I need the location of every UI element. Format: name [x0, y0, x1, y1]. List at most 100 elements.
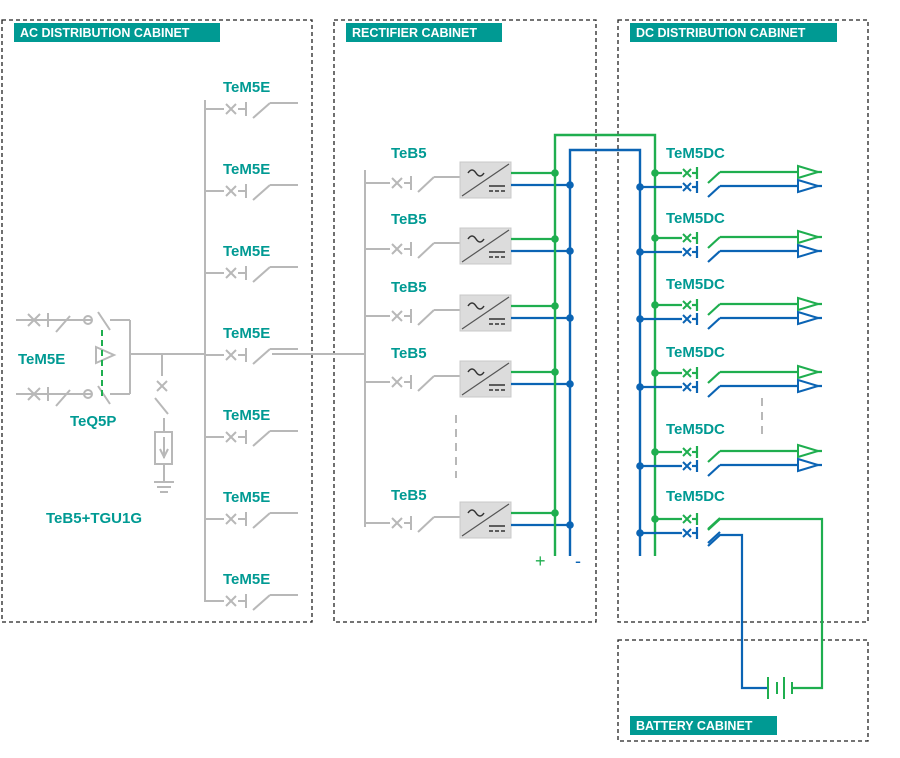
dc-distribution-row — [636, 443, 822, 477]
ats-label: TeQ5P — [70, 413, 116, 430]
ac-feeder-label: TeM5E — [223, 161, 270, 178]
rectifier-module-icon — [459, 294, 512, 332]
rectifier-breaker-label: TeB5 — [391, 487, 427, 504]
dc-breaker-label: TeM5DC — [666, 145, 725, 162]
output-arrow-icon — [797, 296, 822, 312]
breaker-x-mark — [682, 233, 692, 243]
breaker-blade — [707, 385, 721, 398]
breaker-x-mark — [682, 300, 692, 310]
rectifier-diagonal — [461, 296, 510, 330]
rectifier-breaker — [365, 516, 460, 533]
rectifier-breaker-label: TeB5 — [391, 345, 427, 362]
ac-feeder-label: TeM5E — [223, 325, 270, 342]
junction-dot — [636, 248, 644, 256]
dc-distribution-row — [636, 229, 822, 263]
ac-feeder-label: TeM5E — [223, 243, 270, 260]
rectifier-module-icon — [459, 501, 512, 539]
rectifier-breaker — [365, 309, 460, 326]
ac-input-breaker-label: TeM5E — [18, 351, 65, 368]
rectifier-cabinet-title-text: RECTIFIER CABINET — [352, 26, 477, 40]
breaker-blade — [707, 236, 721, 249]
rectifier-breaker-label: TeB5 — [391, 279, 427, 296]
breaker-blade — [252, 266, 271, 283]
breaker-x-mark — [682, 447, 692, 457]
breaker-blade — [417, 516, 435, 533]
breaker-blade — [252, 512, 271, 529]
junction-dot — [651, 301, 659, 309]
rectifier-row — [365, 501, 574, 539]
ac-incoming-section — [16, 311, 205, 407]
breaker-x-mark — [225, 185, 237, 197]
breaker-blade — [707, 185, 721, 198]
output-arrow-icon — [797, 164, 822, 180]
dc-breaker-label: TeM5DC — [666, 344, 725, 361]
ats-arrow-icon — [95, 345, 117, 365]
rectifier-row — [365, 161, 574, 199]
rectifier-breaker — [365, 375, 460, 392]
input-breaker-x-mark — [27, 387, 41, 401]
breaker-blade — [252, 102, 271, 119]
breaker-x-mark — [391, 177, 403, 189]
junction-dot — [651, 369, 659, 377]
ac-wave-glyph — [467, 169, 485, 177]
dc-distribution-row — [636, 364, 822, 398]
ac-feeder-breaker — [205, 430, 298, 447]
surge-protection-branch — [154, 354, 174, 493]
spd-label: TeB5+TGU1G — [46, 510, 142, 527]
rectifier-module-icon — [459, 161, 512, 199]
rectifier-row — [365, 360, 574, 398]
breaker-x-mark — [225, 595, 237, 607]
rectifier-cabinet-title: RECTIFIER CABINET — [346, 23, 502, 42]
output-arrow-icon — [797, 229, 822, 245]
rectifier-breaker-label: TeB5 — [391, 211, 427, 228]
breaker-blade — [417, 176, 435, 193]
junction-dot — [651, 448, 659, 456]
ac-cabinet-title: AC DISTRIBUTION CABINET — [14, 23, 220, 42]
battery-cabinet-title: BATTERY CABINET — [630, 716, 777, 735]
breaker-blade — [707, 250, 721, 263]
breaker-blade — [252, 348, 271, 365]
breaker-blade — [707, 531, 721, 544]
junction-dot — [636, 315, 644, 323]
junction-dot — [651, 234, 659, 242]
rectifier-diagonal — [461, 362, 510, 396]
dc-distribution-row — [636, 164, 822, 198]
ac-wave-glyph — [467, 509, 485, 517]
breaker-x-mark — [682, 461, 692, 471]
battery-cabinet-title-text: BATTERY CABINET — [636, 719, 753, 733]
battery-cabinet-border — [617, 639, 869, 742]
rectifier-breaker — [365, 242, 460, 259]
dc-distribution-rows — [636, 164, 822, 544]
breaker-x-mark — [225, 513, 237, 525]
spd-breaker-x-mark — [156, 380, 168, 392]
output-arrow-icon — [797, 457, 822, 473]
dc-breaker-label: TeM5DC — [666, 488, 725, 505]
output-arrow-icon — [797, 378, 822, 394]
breaker-blade — [417, 309, 435, 326]
rectifier-breaker — [365, 176, 460, 193]
breaker-blade — [417, 242, 435, 259]
dc-negative-bus — [568, 148, 642, 556]
breaker-x-mark — [225, 103, 237, 115]
ac-feeder-breaker — [205, 184, 298, 201]
junction-dot — [636, 183, 644, 191]
junction-dot — [651, 515, 659, 523]
breaker-x-mark — [225, 349, 237, 361]
junction-dot — [636, 462, 644, 470]
breaker-x-mark — [682, 247, 692, 257]
breaker-x-mark — [682, 314, 692, 324]
positive-bus-symbol: + — [535, 551, 546, 571]
output-arrow-icon — [797, 310, 822, 326]
output-arrow-icon — [797, 243, 822, 259]
ac-feeder-label: TeM5E — [223, 407, 270, 424]
rectifier-module-icon — [459, 227, 512, 265]
negative-bus-symbol: - — [575, 551, 581, 571]
ac-cabinet-title-text: AC DISTRIBUTION CABINET — [20, 26, 190, 40]
rectifier-cabinet-border — [333, 19, 597, 623]
dc-breaker-label: TeM5DC — [666, 210, 725, 227]
junction-dot — [636, 529, 644, 537]
breaker-x-mark — [682, 382, 692, 392]
dc-cabinet-title-text: DC DISTRIBUTION CABINET — [636, 26, 806, 40]
battery-circuit — [707, 517, 824, 690]
ac-feeder-breaker — [205, 594, 298, 611]
